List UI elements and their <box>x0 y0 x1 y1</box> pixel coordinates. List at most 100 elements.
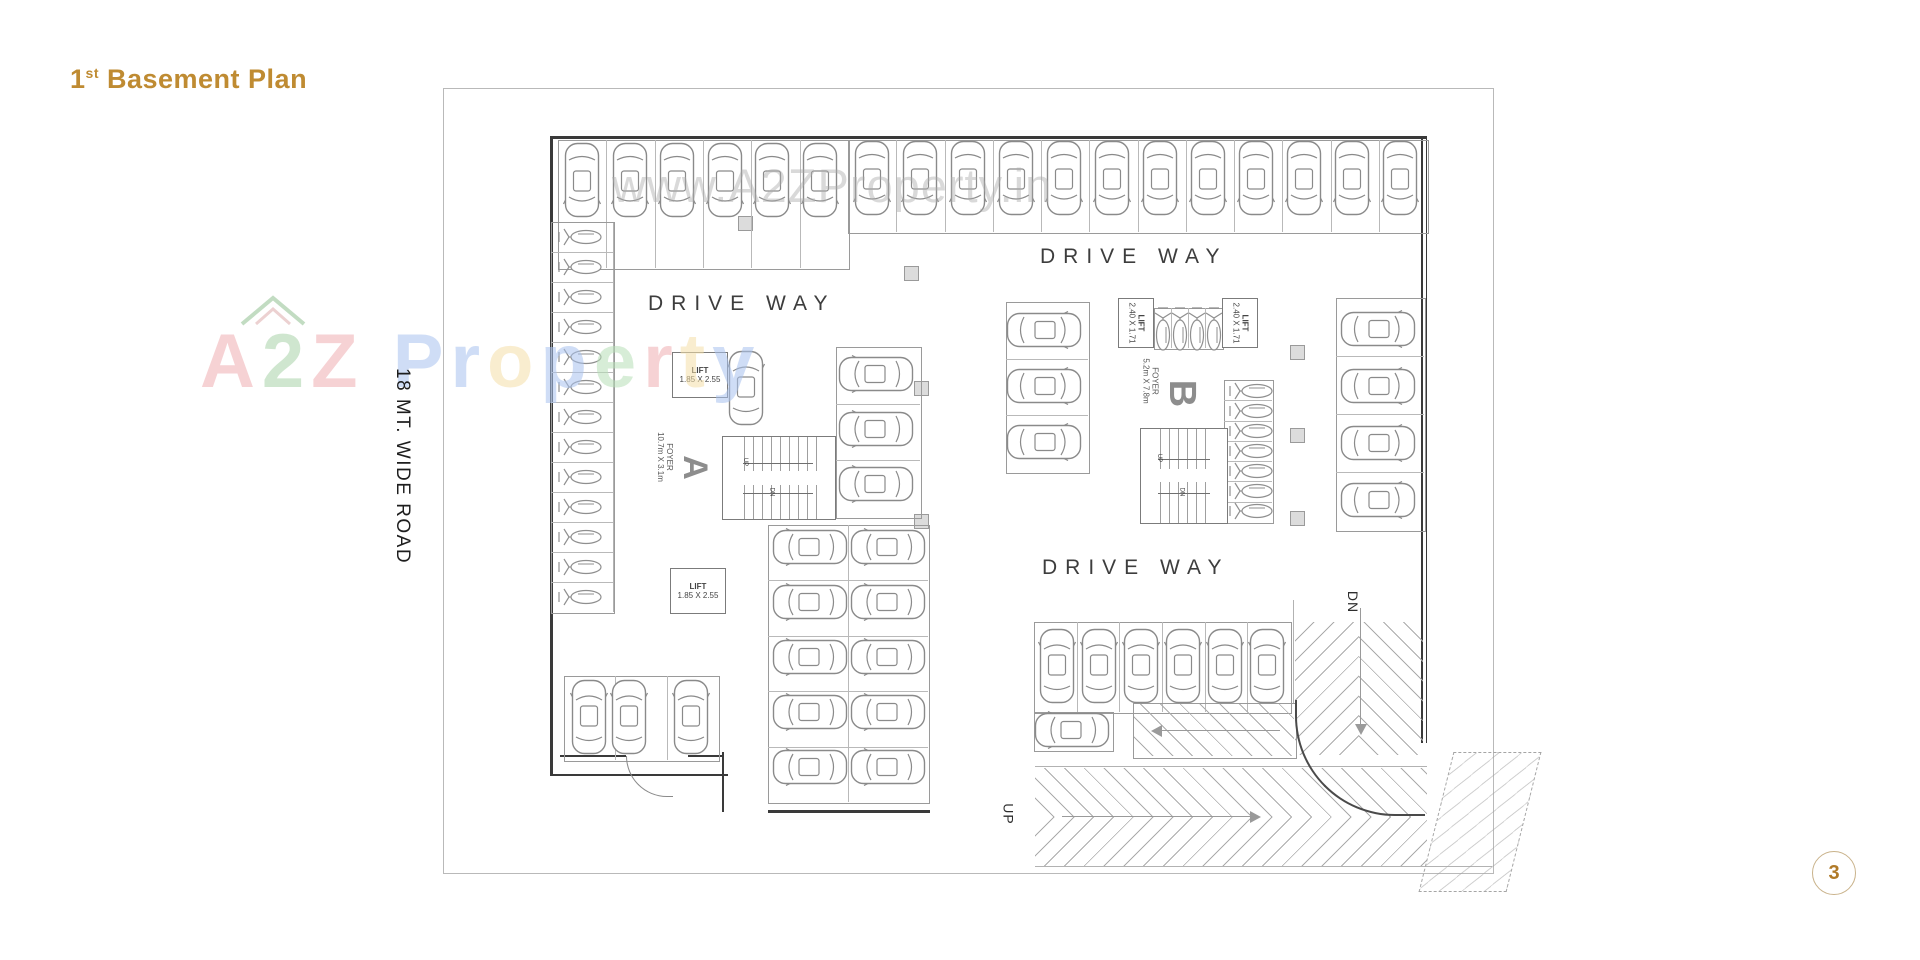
lift-a-lower: LIFT 1.85 X 2.55 <box>670 568 726 614</box>
lift-label: LIFT <box>691 366 709 375</box>
parked-scooter-icon <box>1224 460 1276 482</box>
parked-car-icon <box>850 583 926 621</box>
stall-divider <box>836 403 920 405</box>
watermark-letter: P <box>392 319 451 404</box>
watermark-letter: y <box>712 319 762 404</box>
watermark-letter: r <box>643 319 680 404</box>
stall-divider <box>1330 140 1332 232</box>
ramp-hatch <box>1035 817 1427 866</box>
foyer-a-label: FOYER 10.7m X 3.1m <box>656 432 674 482</box>
stair-flight-line <box>743 493 813 494</box>
parked-car <box>1285 140 1323 216</box>
parked-car-icon <box>838 410 914 448</box>
driveway-label-south: DRIVE WAY <box>1042 556 1230 579</box>
parked-car-icon <box>1080 628 1118 704</box>
parked-scooter <box>553 556 605 578</box>
parked-scooter-icon <box>553 256 605 278</box>
parked-car <box>1237 140 1275 216</box>
parked-scooter <box>1224 460 1276 482</box>
foyer-b-label: FOYER 5.2m X 7.8m <box>1142 358 1160 403</box>
parked-car <box>850 693 926 731</box>
stairs-block-b: UP DN <box>1140 428 1228 524</box>
parked-car <box>850 748 926 786</box>
parked-car-icon <box>1340 310 1416 348</box>
watermark-letter: 2 <box>261 319 312 404</box>
stairs-block-a: UP DN <box>722 436 836 520</box>
stall-divider <box>1089 140 1091 232</box>
block-b-letter: B <box>1161 379 1204 408</box>
parked-car-icon <box>570 679 608 755</box>
lift-size: 2.40 X 1.71 <box>1231 302 1241 344</box>
parked-car <box>850 638 926 676</box>
page-title: 1st Basement Plan <box>70 64 307 95</box>
parked-car-icon <box>1034 711 1110 749</box>
parked-scooter <box>553 466 605 488</box>
right-arrow-head <box>1250 811 1261 823</box>
column-marker <box>1290 428 1305 443</box>
parked-car <box>1006 367 1082 405</box>
parked-car-icon <box>563 142 601 218</box>
parked-car-icon <box>610 679 648 755</box>
stall-divider <box>551 492 613 493</box>
lift-label: LIFT <box>689 582 707 591</box>
stall-divider <box>551 552 613 553</box>
parked-scooter-icon <box>553 406 605 428</box>
stall-divider <box>1006 358 1088 360</box>
down-arrow-head <box>1355 724 1367 735</box>
stall-divider <box>703 140 704 268</box>
parked-car-icon <box>1237 140 1275 216</box>
stall-divider <box>1224 400 1272 402</box>
parked-car <box>1006 311 1082 349</box>
lift-label: LIFT <box>1136 314 1146 332</box>
parked-car-icon <box>1333 140 1371 216</box>
parked-car <box>672 679 710 755</box>
stair-landing <box>736 471 820 485</box>
parked-scooter-icon <box>1224 440 1276 462</box>
wall-segment <box>560 755 626 757</box>
watermark-letter <box>365 319 393 404</box>
stall-divider <box>1282 140 1284 232</box>
stall-divider <box>1336 472 1424 473</box>
stairs-up-label: UP <box>1156 453 1163 463</box>
parked-car-icon <box>772 748 848 786</box>
parked-car-icon <box>772 528 848 566</box>
stall-divider <box>551 252 613 253</box>
parked-scooter-icon <box>553 586 605 608</box>
stall-divider <box>1119 622 1121 712</box>
stall-divider <box>1171 308 1172 348</box>
parked-car <box>1340 481 1416 519</box>
ramp-dn-label: DN <box>1345 590 1362 614</box>
plan-line <box>1035 766 1427 767</box>
parked-car <box>772 748 848 786</box>
stall-divider <box>1224 461 1272 463</box>
parked-car <box>570 679 608 755</box>
wall-segment <box>550 136 1427 139</box>
house-icon <box>240 295 306 326</box>
lift-b-right: LIFT 2.40 X 1.71 <box>1222 298 1258 348</box>
page-number-badge: 3 <box>1812 851 1856 895</box>
parked-scooter-icon <box>553 226 605 248</box>
parked-car-icon <box>1093 140 1131 216</box>
parked-car <box>1141 140 1179 216</box>
parked-car-icon <box>1381 140 1419 216</box>
parked-car-icon <box>1038 628 1076 704</box>
stall-divider <box>551 342 613 343</box>
parked-scooter <box>1224 500 1276 522</box>
stair-flight-line <box>1158 493 1210 494</box>
parked-scooter <box>1224 480 1276 502</box>
parked-scooter-icon <box>1224 380 1276 402</box>
parked-scooter <box>553 526 605 548</box>
parked-scooter <box>1224 400 1276 422</box>
plan-line <box>1035 866 1492 867</box>
foyer-name: FOYER <box>664 443 674 471</box>
stall-divider <box>1204 622 1206 712</box>
lift-a-upper: LIFT 1.85 X 2.55 <box>672 352 728 398</box>
parked-scooter-icon <box>1224 480 1276 502</box>
stall-divider <box>1224 440 1272 442</box>
stall-divider <box>1234 140 1235 232</box>
stall-divider <box>551 282 613 283</box>
watermark-letter: Z <box>311 319 365 404</box>
stall-divider <box>1336 356 1424 357</box>
stall-divider <box>1188 308 1189 348</box>
stairs-up-label: UP <box>742 457 749 467</box>
